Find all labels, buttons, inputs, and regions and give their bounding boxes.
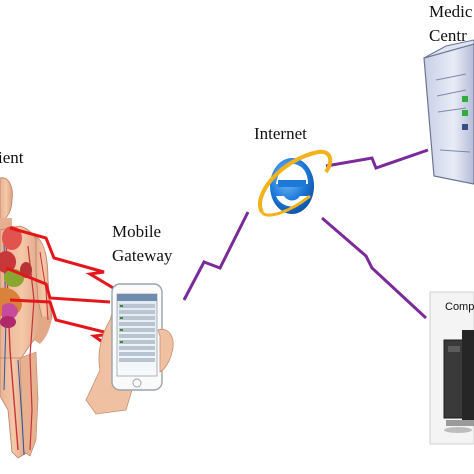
human-anatomy-icon (0, 177, 53, 459)
sensor-link-middle (5, 266, 111, 304)
internet-label: Internet (254, 124, 307, 143)
internet-explorer-icon (258, 149, 333, 217)
mobile-gateway-label-line1: Mobile (112, 222, 162, 241)
desktop-computer-icon (429, 291, 474, 445)
internet-to-computer-link (321, 216, 428, 320)
smartphone-icon (85, 283, 174, 415)
medical-center-label-line2: Centr (429, 26, 467, 45)
internet-to-medical-link (325, 148, 429, 170)
computer-label: Comp (445, 301, 474, 313)
sensor-links (5, 226, 121, 352)
gateway-to-internet-link (182, 211, 250, 301)
mobile-gateway-label-line2: Gateway (112, 246, 173, 265)
sensor-link-lower (9, 298, 115, 352)
network-links (182, 148, 429, 320)
patient-label: ient (0, 148, 24, 167)
sensor-link-upper (9, 226, 121, 294)
medical-center-label-line1: Medic (429, 2, 473, 21)
server-icon (423, 39, 474, 185)
